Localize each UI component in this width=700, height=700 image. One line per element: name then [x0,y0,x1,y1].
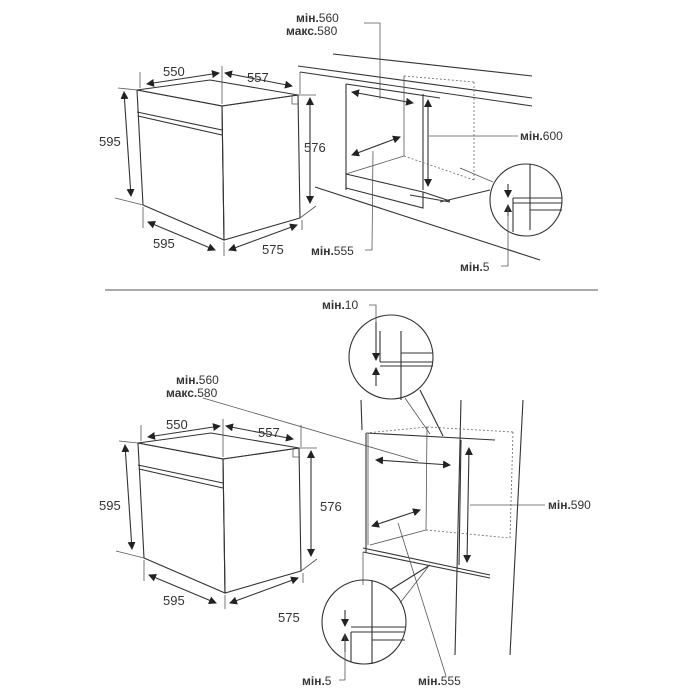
top-dim-depth-top: 557 [247,70,269,85]
top-cabinet-gap-min: мін.5 [460,260,490,274]
bottom-oven-drawing [116,419,317,609]
top-dim-height-left: 595 [99,134,121,149]
bottom-cabinet-gap-min: мін.5 [302,674,332,688]
top-dim-height-right: 576 [304,140,326,155]
bottom-dim-depth-bottom: 575 [278,610,300,625]
bottom-cabinet-top-gap-min: мін.10 [322,298,358,312]
top-dim-width-top: 550 [163,64,185,79]
top-cabinet-height-min: мін.600 [520,129,563,143]
bottom-cabinet-height-min: мін.590 [548,498,591,512]
bottom-cabinet-drawing [202,304,545,681]
bottom-dim-height-left: 595 [99,498,121,513]
bottom-cabinet-width-min: мін.560 [176,373,219,387]
top-cabinet-drawing [297,22,563,267]
bottom-dim-height-right: 576 [320,499,342,514]
bottom-cabinet-width-max: макс.580 [166,386,218,400]
top-oven-drawing [115,66,316,256]
top-dim-width-bottom: 595 [153,236,175,251]
top-cabinet-width-min: мін.560 [296,11,339,25]
bottom-cabinet-depth-min: мін.555 [418,674,461,688]
bottom-dim-depth-top: 557 [258,425,280,440]
bottom-dim-width-bottom: 595 [163,593,185,608]
top-cabinet-width-max: макс.580 [286,24,338,38]
bottom-dim-width-top: 550 [166,417,188,432]
top-dim-depth-bottom: 575 [262,242,284,257]
top-cabinet-depth-min: мін.555 [311,244,354,258]
